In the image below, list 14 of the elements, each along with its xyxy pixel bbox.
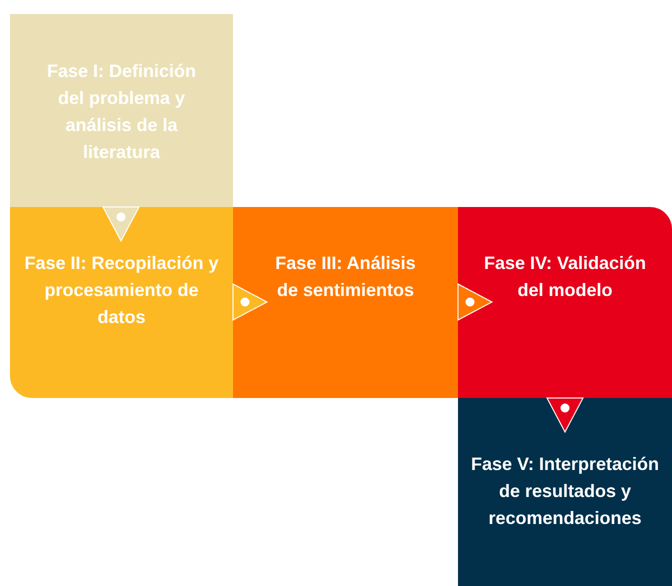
- phase-label: Fase IV: Validación del modelo: [482, 252, 648, 302]
- pointer-arrow: [102, 206, 140, 242]
- pointer-arrow: [546, 398, 584, 434]
- phase-label: Fase V: Interpretación de resultados y recomendaciones: [470, 453, 660, 530]
- phase-label: Fase III: Análisis de sentimientos: [274, 252, 417, 302]
- phase-box: [458, 398, 672, 586]
- pointer-arrow: [232, 283, 268, 321]
- phase-box: [458, 207, 672, 398]
- phase-box: [10, 207, 233, 398]
- phase-box: [10, 14, 233, 207]
- phase-label: Fase I: Definición del problema y análisis de la literatura: [46, 60, 198, 164]
- pointer-arrow: [458, 283, 494, 321]
- phase-box: [233, 207, 458, 398]
- phase-label: Fase II: Recopilación y procesamiento de datos: [23, 252, 220, 329]
